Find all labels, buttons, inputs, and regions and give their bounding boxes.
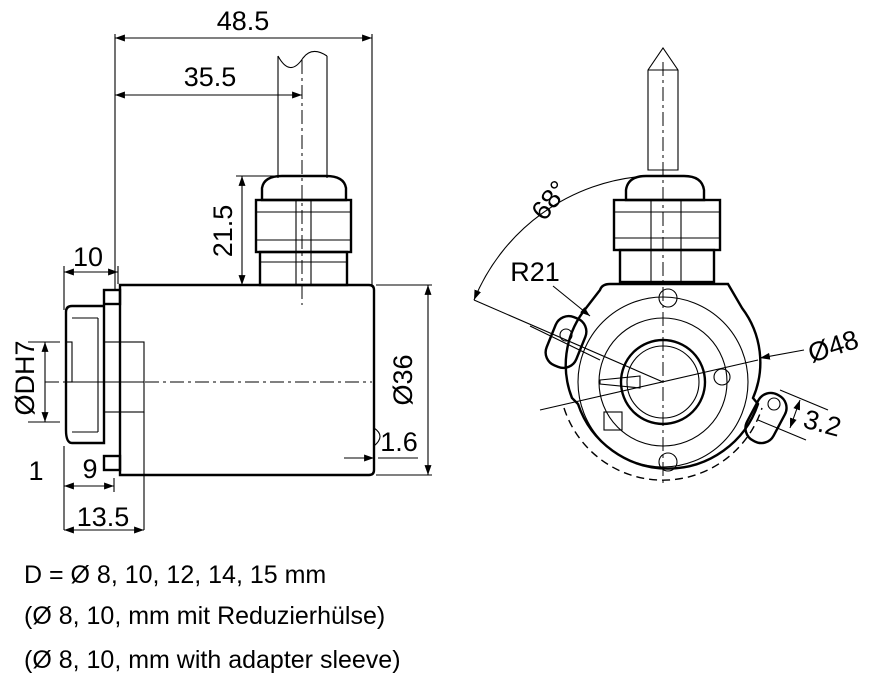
- cable: [277, 50, 328, 178]
- note-line-2: (Ø 8, 10, mm mit Reduzierhülse): [24, 602, 385, 630]
- dim-radius: R21: [510, 257, 560, 287]
- dim-cable-position: 35.5: [184, 62, 237, 92]
- mounting-slot-right: [744, 391, 788, 445]
- dim-body-diameter: Ø36: [388, 354, 418, 405]
- dim-sleeve-width: 9: [82, 454, 97, 484]
- shaft-flange: [64, 288, 145, 472]
- front-view: 68° R21 Ø48 3.2: [473, 47, 862, 485]
- cable-gland-front: [612, 174, 722, 284]
- dim-line-48: [759, 349, 805, 360]
- notes: D = Ø 8, 10, 12, 14, 15 mm (Ø 8, 10, mm …: [24, 561, 401, 674]
- dim-flange-width: 10: [73, 242, 103, 272]
- dim-overall-length: 48.5: [217, 6, 270, 36]
- dim-step: 1.6: [380, 427, 418, 457]
- dim-shaft-length: 13.5: [77, 502, 130, 532]
- housing-front: [564, 282, 762, 472]
- bolt-circle-arc: [563, 407, 763, 481]
- note-line-1: D = Ø 8, 10, 12, 14, 15 mm: [24, 561, 326, 589]
- dim-one: 1: [28, 456, 43, 486]
- note-line-3: (Ø 8, 10, mm with adapter sleeve): [24, 646, 401, 674]
- dim-slot: 3.2: [800, 404, 844, 443]
- side-view: 48.5 35.5 21.5 10 ØDH7 Ø36 1.6 9 1 13.5: [10, 6, 432, 534]
- cable-gland: [254, 174, 353, 287]
- dim-angle: 68°: [526, 175, 575, 226]
- dim-bolt-circle: Ø48: [804, 324, 862, 368]
- dim-gland-height: 21.5: [208, 205, 238, 258]
- angle-arc: [473, 175, 647, 301]
- dim-bore: ØDH7: [10, 340, 40, 415]
- encoder-body: [118, 283, 381, 477]
